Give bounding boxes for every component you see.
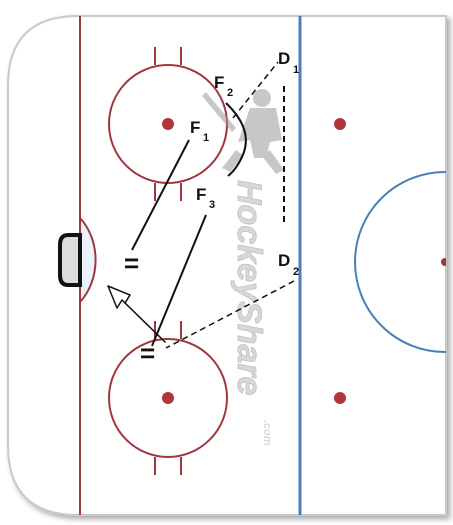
player-label-f3: F 3 bbox=[196, 185, 215, 211]
f2-skate-curve bbox=[225, 102, 247, 177]
shot-arrow bbox=[107, 285, 166, 343]
f2-pass-line bbox=[232, 61, 279, 119]
pass-marker-crease: = bbox=[124, 248, 139, 278]
center-dot bbox=[441, 258, 446, 266]
svg-text:2: 2 bbox=[293, 266, 299, 278]
f1-skate-line bbox=[131, 139, 190, 251]
svg-text:F: F bbox=[214, 73, 224, 92]
svg-text:D: D bbox=[278, 49, 290, 68]
svg-text:1: 1 bbox=[293, 64, 299, 76]
goal-net bbox=[58, 233, 82, 287]
top-faceoff-dot bbox=[162, 118, 174, 130]
watermark-suffix: .com bbox=[261, 420, 273, 446]
neutral-zone-dot-top bbox=[334, 118, 346, 130]
goal-crease bbox=[79, 215, 97, 305]
d2-pass-line bbox=[165, 280, 295, 349]
bottom-faceoff-circle bbox=[108, 321, 228, 475]
bottom-faceoff-dot bbox=[162, 392, 174, 404]
pass-marker-circle: = bbox=[140, 338, 155, 368]
rink-boards bbox=[7, 15, 447, 516]
svg-text:D: D bbox=[278, 251, 290, 270]
svg-text:1: 1 bbox=[203, 132, 209, 144]
hockey-player-silhouette-icon bbox=[202, 89, 284, 174]
svg-text:3: 3 bbox=[209, 199, 215, 211]
svg-text:F: F bbox=[190, 118, 200, 137]
watermark-brand: HockeyShare bbox=[230, 180, 268, 395]
player-label-f1: F 1 bbox=[190, 118, 209, 144]
neutral-zone-dot-bottom bbox=[334, 392, 346, 404]
player-label-d2: D 2 bbox=[278, 251, 299, 278]
hockeyshare-watermark: HockeyShare .com bbox=[202, 89, 284, 446]
f3-skate-line bbox=[151, 214, 207, 347]
player-label-f2: F 2 bbox=[214, 73, 233, 99]
svg-text:F: F bbox=[196, 185, 206, 204]
svg-text:2: 2 bbox=[227, 87, 233, 99]
player-label-d1: D 1 bbox=[278, 49, 299, 76]
center-circle bbox=[354, 171, 446, 353]
